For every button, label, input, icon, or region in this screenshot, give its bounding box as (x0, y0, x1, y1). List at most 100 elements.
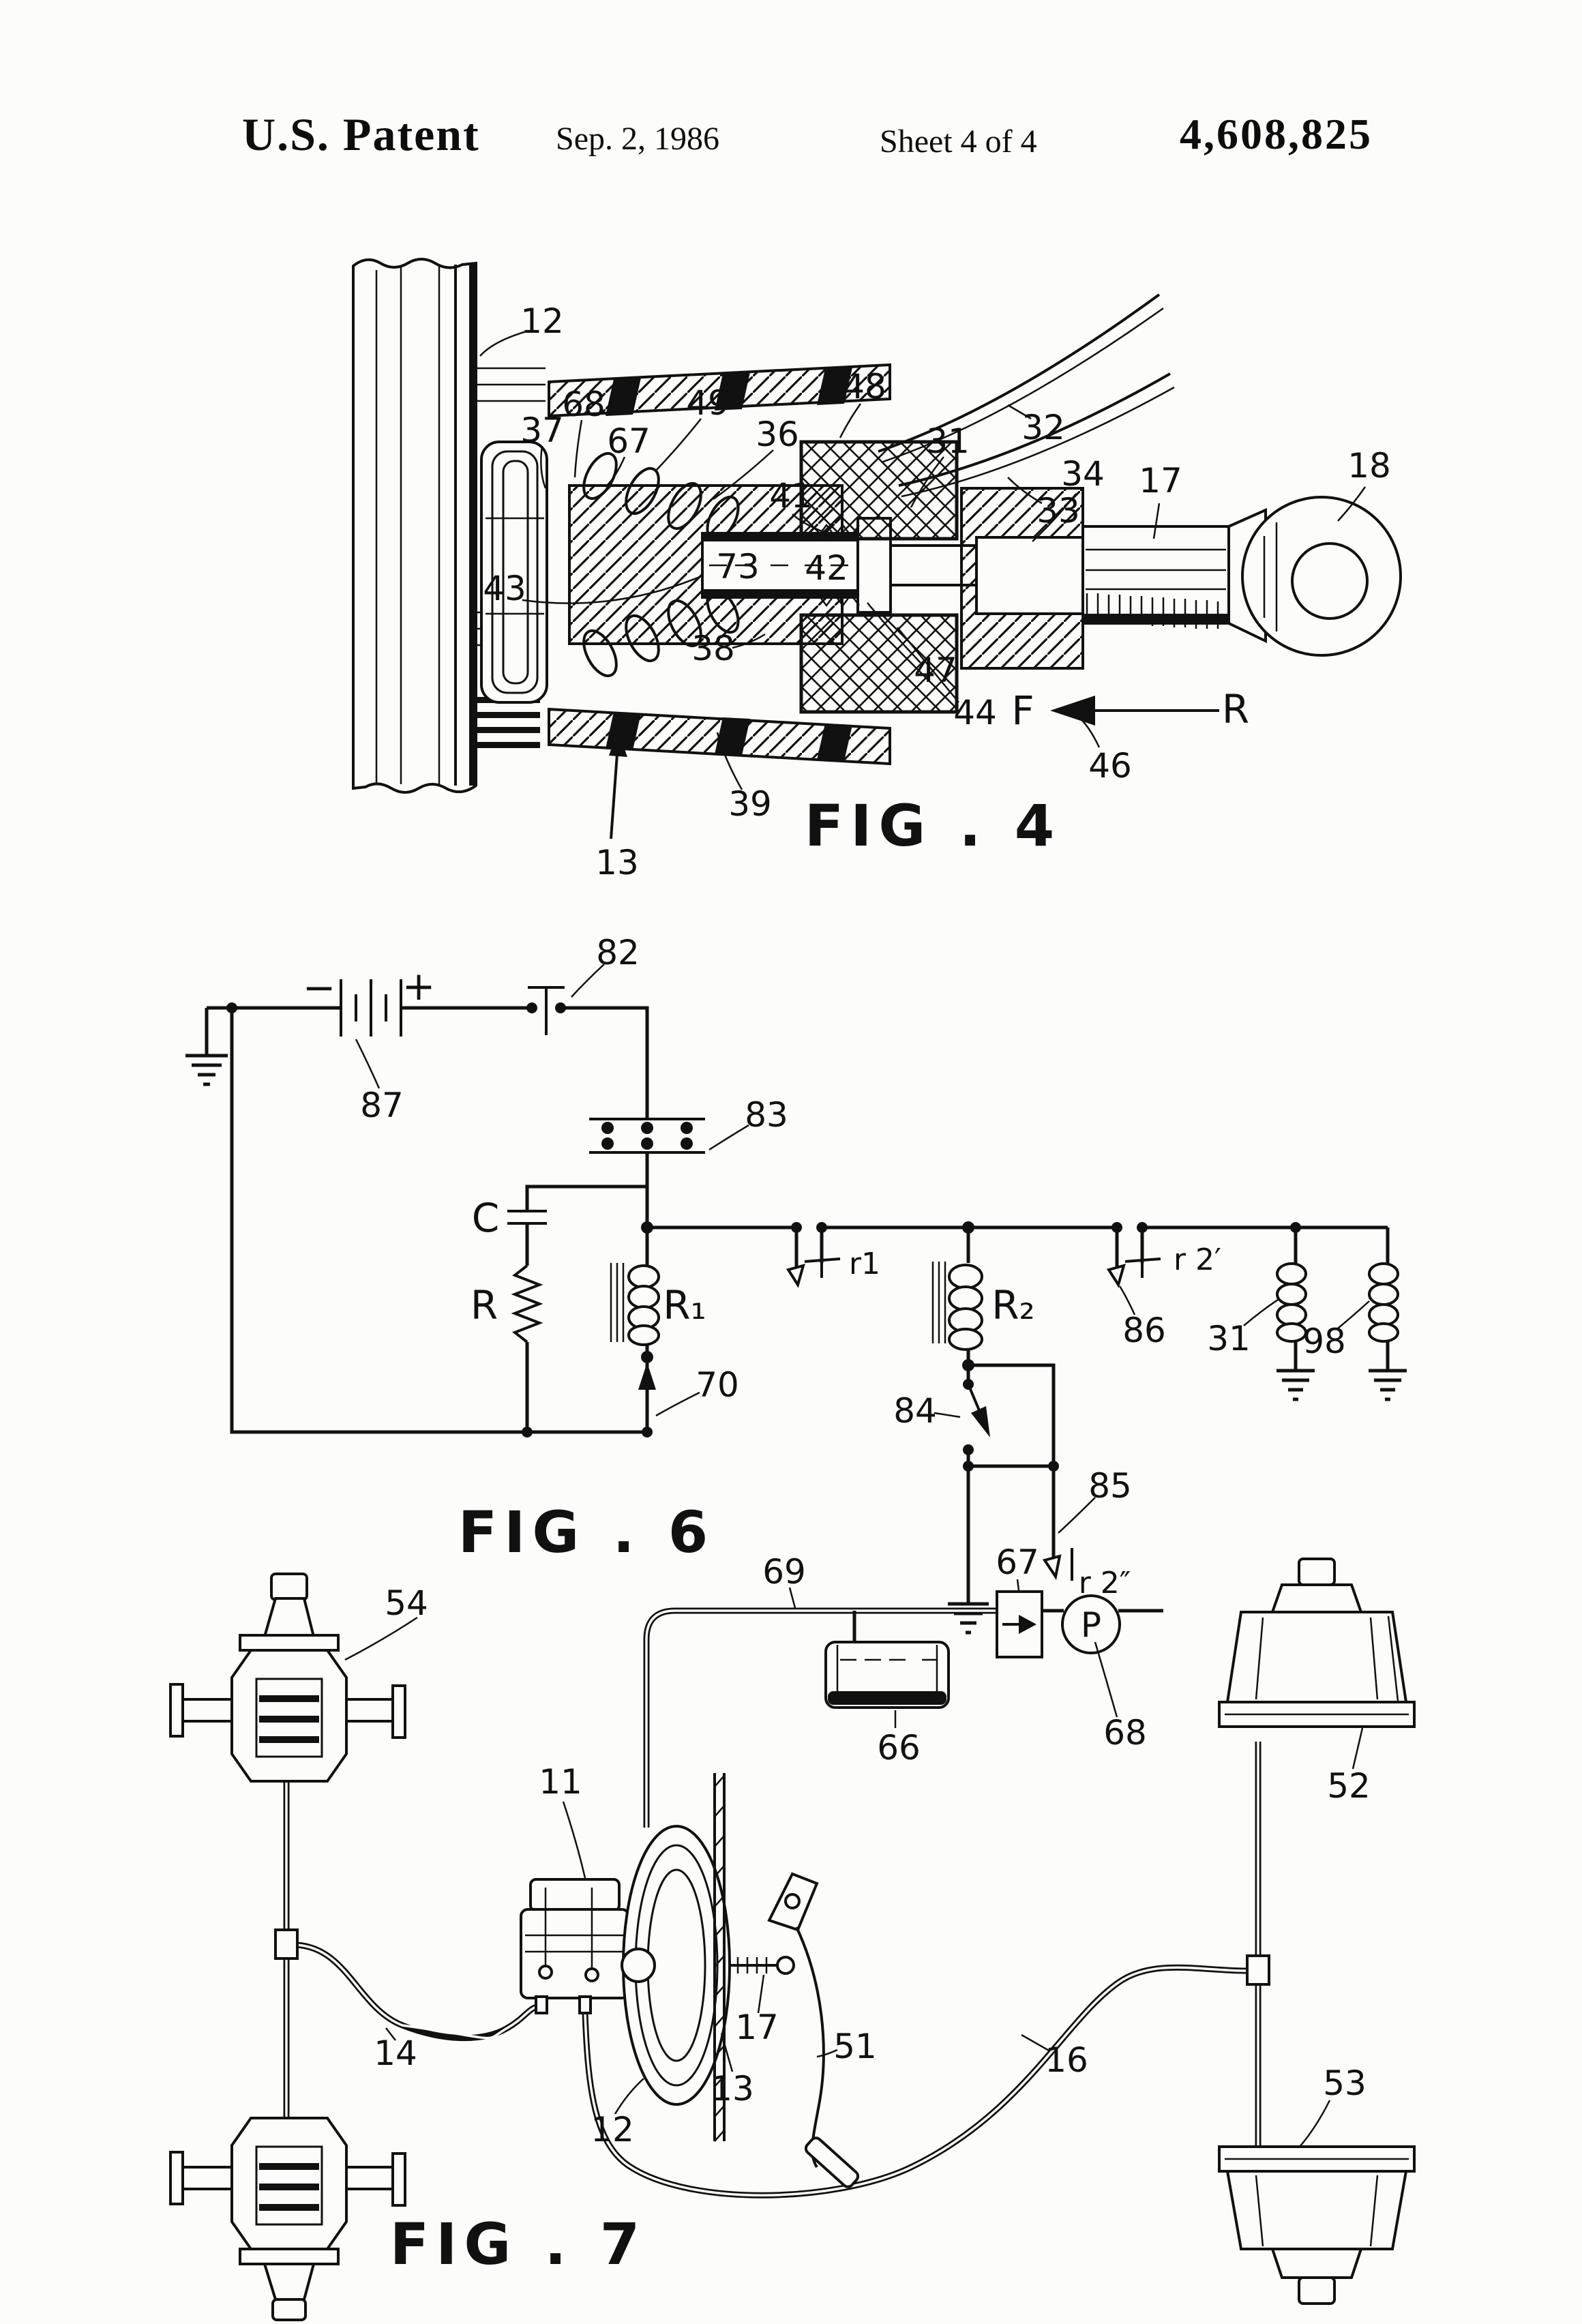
fig4-label-32: 32 (1021, 408, 1065, 447)
fig7-label-69: 69 (762, 1552, 806, 1592)
fig6-battery (340, 979, 402, 1037)
fig7-label-12: 12 (591, 2110, 634, 2149)
fig7-caption: FIG . 7 (390, 2211, 646, 2278)
fig6-ground-left (185, 1054, 228, 1086)
fig7-drum-52 (1218, 1558, 1416, 1728)
fig7-label-67: 67 (996, 1543, 1039, 1582)
fig4-label-46: 46 (1088, 746, 1132, 786)
fig7-vacuum-line (643, 1607, 1163, 1828)
fig6-coil-31 (1276, 1262, 1307, 1343)
fig4-label-18: 18 (1347, 446, 1391, 486)
fig7-check-valve-67 (996, 1590, 1043, 1658)
fig4-housing (548, 363, 891, 766)
fig7-label-16: 16 (1045, 2040, 1088, 2080)
fig7-label-51: 51 (833, 2027, 877, 2066)
fig7-pedal-assembly (730, 1872, 860, 2188)
fig4-crosshatch-blocks (799, 440, 959, 714)
fig6-caption: FIG . 6 (458, 1499, 715, 1566)
fig4-label-47: 47 (914, 651, 957, 690)
fig4-label-R: R (1222, 686, 1249, 732)
fig6-capacitor (507, 1210, 547, 1225)
fig4-label-33: 33 (1036, 491, 1080, 531)
page-header: U.S. Patent Sep. 2, 1986 Sheet 4 of 4 4,… (0, 102, 1582, 191)
fig6-label-r1: r1 (849, 1247, 880, 1281)
fig4-arrow-13 (609, 730, 627, 839)
fig4-label-17: 17 (1139, 461, 1182, 501)
fig6-ground-98 (1369, 1369, 1407, 1401)
fig4-label-42: 42 (805, 548, 848, 588)
fig4-label-48: 48 (843, 367, 886, 406)
fig6-ground-31 (1277, 1369, 1315, 1401)
fig4-label-12: 12 (520, 301, 564, 341)
fig7-firewall (713, 1773, 726, 2142)
fig4-seal-rings (480, 441, 548, 704)
fig4-rod-and-eye (960, 487, 1402, 670)
fig7-label-11: 11 (539, 1762, 582, 1802)
fig7-label-17: 17 (735, 2008, 779, 2047)
fig7-pump-letter: P (1081, 1605, 1101, 1645)
fig6-label-82: 82 (596, 933, 640, 972)
fig7-pump-68: P (1061, 1594, 1121, 1654)
fig4-label-49: 49 (686, 383, 730, 423)
fig4-label-41: 41 (769, 476, 813, 516)
fig6-contact-r1 (786, 1245, 841, 1288)
fig7-label-54: 54 (385, 1583, 428, 1623)
fig4-label-37: 37 (520, 411, 564, 450)
fig7-leaders (344, 1579, 1364, 2147)
figure-4: 12 37 68 67 49 36 48 31 32 33 34 17 18 4… (352, 258, 1402, 882)
fig6-switch-83 (589, 1118, 705, 1154)
fig6-label-R2: R₂ (991, 1282, 1035, 1328)
fig4-label-68: 68 (562, 385, 606, 424)
fig4-direction-arrow (1050, 696, 1219, 726)
fig6-battery-plus: + (402, 963, 436, 1009)
fig7-differential-54 (169, 1573, 406, 1783)
fig4-label-13: 13 (595, 843, 639, 882)
fig4-caption: FIG . 4 (805, 792, 1061, 859)
fig4-label-39: 39 (728, 784, 772, 824)
fig4-label-44: 44 (953, 693, 997, 732)
fig6-junctions (226, 1002, 1301, 1472)
fig4-frame-rail (352, 258, 477, 794)
fig6-label-r2p: r 2′ (1174, 1242, 1221, 1277)
fig4-label-36: 36 (756, 415, 799, 454)
fig4-label-34: 34 (1061, 454, 1105, 494)
fig4-cables (878, 293, 1175, 498)
fig4-label-67: 67 (607, 421, 651, 461)
fig6-label-83: 83 (745, 1095, 788, 1135)
fig6-label-R: R (471, 1282, 498, 1328)
fig4-leaders (479, 330, 1367, 790)
figure-7: P (169, 1543, 1416, 2321)
fig6-label-R1: R₁ (663, 1282, 706, 1328)
fig6-label-85: 85 (1088, 1466, 1132, 1506)
fig6-label-C: C (472, 1195, 500, 1241)
patent-title: U.S. Patent (242, 108, 480, 160)
sheet-number: Sheet 4 of 4 (880, 123, 1037, 160)
figure-6: − + 82 87 83 C R R₁ 70 r1 R₂ 84 85 r 2″ … (185, 933, 1407, 1635)
fig7-label-14: 14 (374, 2034, 417, 2073)
fig6-label-84: 84 (893, 1391, 937, 1431)
fig6-label-70: 70 (696, 1365, 739, 1405)
fig7-reservoir-66 (824, 1641, 950, 1709)
fig7-label-66: 66 (877, 1728, 921, 1768)
fig6-switch-82 (528, 986, 565, 1035)
fig6-label-86: 86 (1122, 1311, 1166, 1350)
fig6-resistor (511, 1264, 543, 1343)
fig6-coil-R1 (610, 1263, 660, 1346)
fig4-label-F: F (1011, 687, 1034, 734)
fig7-label-13: 13 (711, 2069, 754, 2109)
fig4-label-38: 38 (691, 629, 735, 668)
patent-date: Sep. 2, 1986 (556, 121, 719, 157)
fig6-battery-minus: − (303, 964, 336, 1011)
fig7-differential-rear (169, 2117, 406, 2321)
fig7-label-52: 52 (1327, 1766, 1371, 1806)
fig4-label-31: 31 (926, 421, 970, 461)
fig4-label-43: 43 (483, 569, 526, 608)
fig6-label-87: 87 (360, 1086, 404, 1125)
fig6-leaders (355, 964, 1370, 1534)
fig6-contact-r2p (1106, 1245, 1161, 1288)
fig7-master-cylinder (520, 1878, 630, 2014)
fig6-arrow-70 (638, 1362, 656, 1409)
fig7-brake-lines (274, 1742, 1270, 2199)
